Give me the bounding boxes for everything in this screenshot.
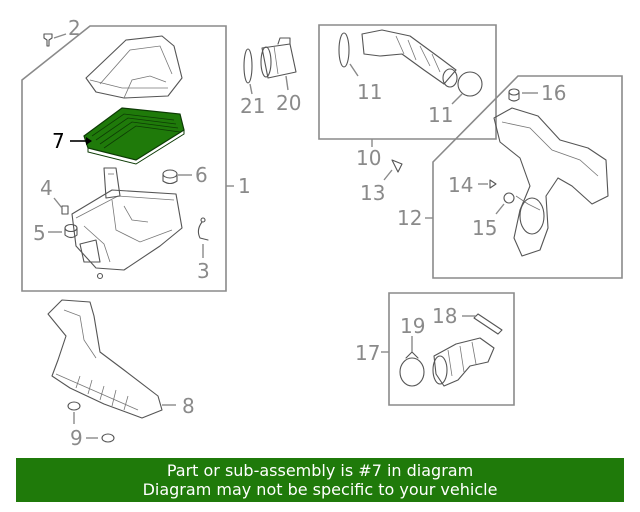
grommet-part-9[interactable] [67,401,115,443]
callout-21[interactable]: 21 [240,94,265,118]
callout-14[interactable]: 14 [448,173,473,197]
parts-diagram: 1 2 7 6 [21,16,623,450]
callout-11a[interactable]: 11 [357,80,382,104]
assembly-box-12 [432,75,623,279]
air-cleaner-cover[interactable] [85,35,183,99]
callout-5[interactable]: 5 [33,221,46,245]
clip-part-14[interactable] [478,179,497,189]
callout-8[interactable]: 8 [182,394,195,418]
callout-9[interactable]: 9 [70,426,83,450]
callout-7[interactable]: 7 [52,129,65,153]
callout-10[interactable]: 10 [356,146,381,170]
air-cleaner-housing[interactable] [71,167,183,280]
callout-4[interactable]: 4 [40,176,53,200]
assembly-box-10 [318,24,497,140]
callout-18[interactable]: 18 [432,304,457,328]
grommet-part-16[interactable] [508,88,538,102]
assembly-box-17 [388,292,515,406]
clamp-part-19[interactable] [399,336,425,387]
grommet-part-6[interactable] [162,169,192,185]
callout-2[interactable]: 2 [68,16,81,40]
callout-15[interactable]: 15 [472,216,497,240]
callout-17[interactable]: 17 [355,341,380,365]
callout-20[interactable]: 20 [276,91,301,115]
bolt-part-13[interactable] [383,159,403,181]
callout-3[interactable]: 3 [197,259,210,283]
intake-duct-hose[interactable] [361,29,458,88]
banner-line-2: Diagram may not be specific to your vehi… [142,480,498,499]
resonator-duct[interactable] [493,107,609,257]
callout-11b[interactable]: 11 [428,103,453,127]
clip-part-2[interactable] [43,33,67,47]
bolt-part-4[interactable] [53,197,69,215]
clamp-part-11-left[interactable] [338,32,359,77]
callout-1[interactable]: 1 [238,174,251,198]
mass-air-flow-sensor-part-20[interactable] [260,37,297,91]
callout-12[interactable]: 12 [397,206,422,230]
info-banner: Part or sub-assembly is #7 in diagram Di… [16,458,624,502]
gasket-part-21[interactable] [243,48,253,95]
callout-13[interactable]: 13 [360,181,385,205]
banner-line-1: Part or sub-assembly is #7 in diagram [166,461,474,480]
grommet-part-5[interactable] [48,223,78,239]
grommet-part-15[interactable] [495,192,515,215]
assembly-box-1 [21,25,227,292]
clamp-part-11-right[interactable] [451,71,483,105]
callout-16[interactable]: 16 [541,81,566,105]
inlet-duct-part-8[interactable] [47,299,176,419]
callout-19[interactable]: 19 [400,314,425,338]
callout-6[interactable]: 6 [195,163,208,187]
clamp-part-18[interactable] [462,313,503,335]
air-filter-element-part-7[interactable] [83,107,185,165]
clamp-part-3[interactable] [197,217,209,258]
hose-part-17[interactable] [432,337,495,387]
